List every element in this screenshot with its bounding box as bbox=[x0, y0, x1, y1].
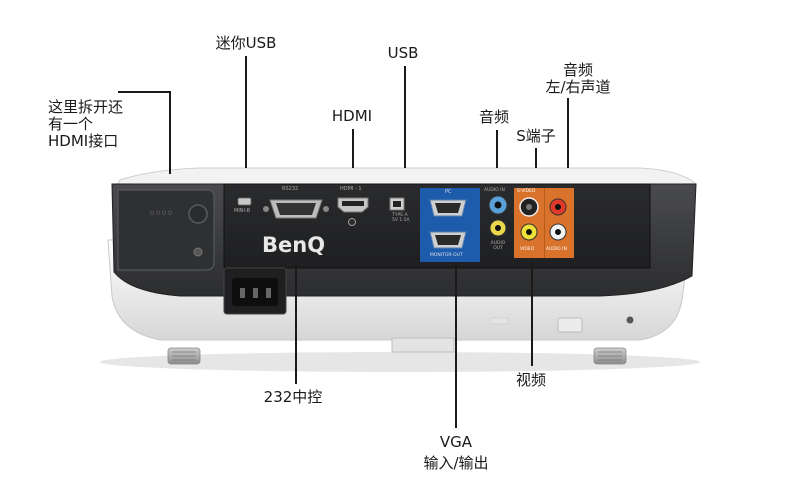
callout-video: 视频 bbox=[515, 371, 547, 389]
pointer-s-video bbox=[535, 148, 537, 168]
callout-audio-lr: 音频 左/右声道 bbox=[545, 61, 611, 96]
mini-usb-port bbox=[237, 197, 252, 206]
hdmi-cover bbox=[117, 189, 215, 271]
pc-blue-panel bbox=[420, 188, 480, 262]
marking-audio-in: AUDIO IN bbox=[484, 188, 505, 193]
callout-hdmi: HDMI bbox=[331, 107, 373, 125]
pointer-usb bbox=[404, 66, 406, 168]
marking-usb-type-a: TYPE-A 5V 1.5A bbox=[392, 213, 410, 223]
pointer-hidden-hdmi-v bbox=[169, 91, 171, 174]
callout-s-video: S端子 bbox=[516, 127, 556, 145]
marking-audio-out: AUDIO OUT bbox=[490, 241, 506, 251]
callout-mini-usb: 迷你USB bbox=[215, 34, 277, 52]
pointer-audio bbox=[496, 130, 498, 168]
pointer-vga bbox=[455, 262, 457, 428]
marking-audio-in-right: AUDIO IN bbox=[546, 247, 567, 252]
callout-usb: USB bbox=[387, 44, 419, 62]
callout-vga-line1: VGA bbox=[439, 433, 473, 451]
marking-monitor-out: MONITOR-OUT bbox=[430, 253, 463, 258]
marking-s-video: S-VIDEO bbox=[517, 189, 536, 194]
pointer-rs232-control bbox=[295, 262, 297, 384]
brand-logo: BenQ bbox=[262, 233, 325, 257]
callout-rs232-control: 232中控 bbox=[263, 388, 323, 406]
callout-hidden-hdmi: 这里拆开还 有一个 HDMI接口 bbox=[48, 98, 124, 150]
marking-video: VIDEO bbox=[520, 247, 535, 252]
svg-text:○ ○ ○ ○: ○ ○ ○ ○ bbox=[150, 210, 172, 216]
pointer-hdmi bbox=[352, 129, 354, 168]
marking-pc: PC bbox=[445, 189, 452, 195]
callout-vga-line2: 输入/输出 bbox=[423, 454, 489, 472]
pointer-mini-usb bbox=[245, 56, 247, 168]
pointer-audio-lr bbox=[567, 98, 569, 168]
callout-audio: 音频 bbox=[478, 108, 510, 126]
pointer-video bbox=[531, 262, 533, 366]
left-foot bbox=[167, 347, 201, 365]
marking-hdmi1: HDMI - 1 bbox=[340, 186, 362, 192]
right-foot bbox=[593, 347, 627, 365]
marking-mini-b: MINI-B bbox=[234, 208, 251, 214]
pointer-hidden-hdmi-h bbox=[118, 91, 170, 93]
marking-rs232: RS232 bbox=[282, 186, 299, 192]
